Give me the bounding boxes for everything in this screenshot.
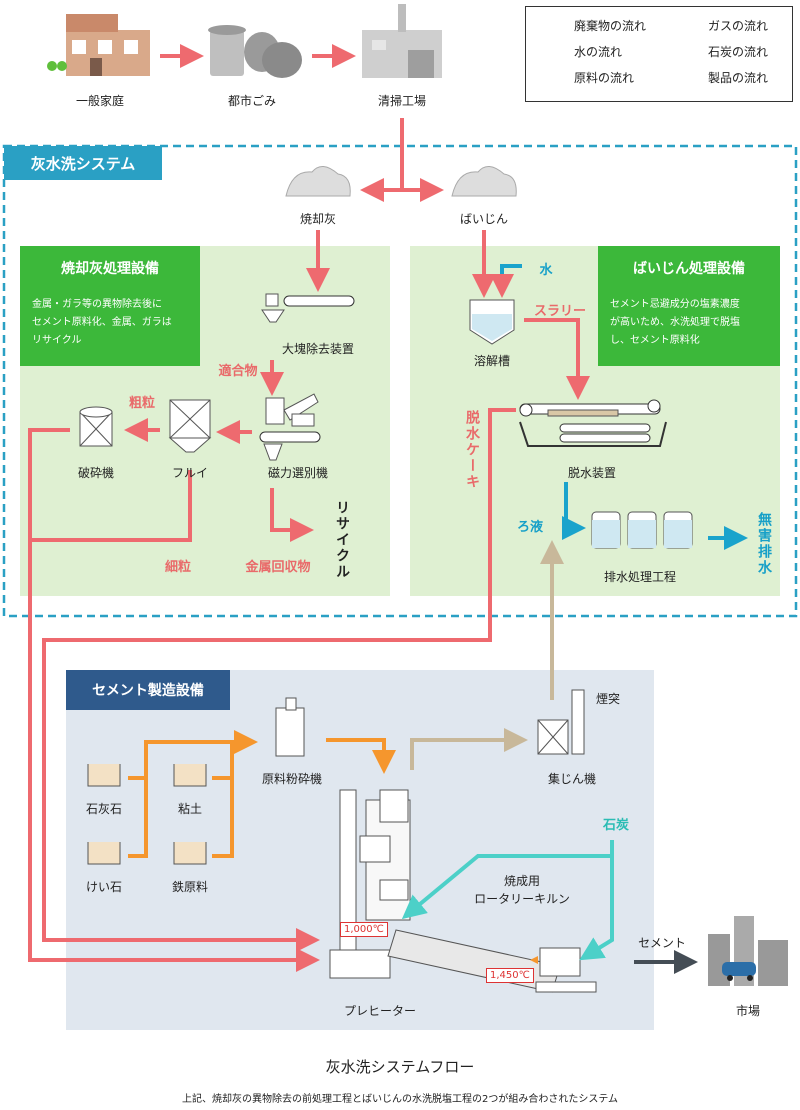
house-illustration (47, 14, 150, 76)
metal-label: 金属回収物 (245, 560, 311, 575)
caption-title: 灰水洗システムフロー (325, 1058, 475, 1076)
dehydrator-label: 脱水装置 (567, 466, 617, 480)
dissolving-tank-illustration (469, 299, 515, 345)
crusher-label: 破砕機 (77, 466, 115, 480)
legend-product: 製品の流れ (708, 71, 769, 85)
legend-gas: ガスの流れ (708, 19, 769, 33)
recycle-label: リサイクル (334, 500, 350, 580)
dehydrator-illustration (519, 399, 667, 447)
water-label: 水 (539, 263, 553, 278)
chimney-label: 煙突 (595, 692, 621, 706)
bulk-remover-label: 大塊除去装置 (281, 342, 355, 356)
magnetic-separator-illustration (259, 393, 321, 461)
clay-label: 粘土 (177, 802, 203, 816)
ash-facility-desc: 金属・ガラ等の異物除去後に セメント原料化、金属、ガラは リサイクル (20, 290, 200, 366)
filtrate-label: ろ液 (516, 520, 544, 535)
system-title: 灰水洗システム (4, 146, 162, 180)
coarse-label: 粗粒 (128, 396, 156, 411)
coal-label: 石炭 (602, 818, 630, 833)
legend-coal: 石炭の流れ (708, 45, 769, 59)
city-illustration (708, 916, 788, 986)
cement-out-label: セメント (638, 936, 686, 950)
raw-material-bins-illustration (87, 764, 207, 865)
limestone-label: 石灰石 (85, 802, 123, 816)
sieve-illustration (168, 399, 212, 453)
household-label: 一般家庭 (75, 94, 125, 108)
temp-1000-badge: 1,000℃ (340, 922, 388, 937)
wastewater-label: 排水処理工程 (603, 570, 677, 584)
crusher-illustration (79, 406, 113, 447)
dust-facility-title: ばいじん処理設備 (598, 246, 780, 290)
iron-label: 鉄原料 (171, 880, 209, 894)
kiln-label: 焼成用 ロータリーキルン (474, 874, 570, 906)
dissolving-tank-label: 溶解槽 (473, 354, 511, 368)
legend-waste: 廃棄物の流れ (574, 19, 647, 33)
slurry-label: スラリー (533, 304, 587, 319)
dust-collector-illustration (537, 689, 585, 755)
harmless-label: 無害排水 (756, 512, 772, 576)
ash-pile-illustration (285, 166, 351, 197)
cleaning-plant-label: 清掃工場 (377, 94, 427, 108)
wastewater-tanks-illustration (591, 511, 693, 549)
dust-facility-desc: セメント忌避成分の塩素濃度 が高いため、水洗処理で脱塩 し、セメント原料化 (598, 290, 780, 366)
caption-sub: 上記、焼却灰の異物除去の前処理工程とばいじんの水洗脱塩工程の2つが組み合わされた… (181, 1094, 619, 1105)
legend-raw: 原料の流れ (574, 71, 635, 85)
collector-label: 集じん機 (547, 772, 597, 786)
silica-label: けい石 (85, 880, 123, 894)
preheater-label: プレヒーター (343, 1004, 417, 1018)
suitable-label: 適合物 (218, 364, 258, 379)
legend (525, 6, 793, 102)
legend-water: 水の流れ (574, 45, 623, 59)
fine-label: 細粒 (164, 560, 192, 575)
magnetic-label: 磁力選別機 (267, 466, 329, 480)
raw-mill-label: 原料粉砕機 (261, 772, 323, 786)
cake-label: 脱水ケーキ (464, 410, 480, 490)
ash-label: 焼却灰 (299, 212, 337, 226)
garbage-illustration (208, 25, 302, 78)
market-label: 市場 (735, 1004, 761, 1018)
dust-label: ばいじん (459, 212, 509, 226)
ash-facility-title: 焼却灰処理設備 (20, 246, 200, 290)
dust-pile-illustration (451, 166, 517, 197)
cement-facility-title: セメント製造設備 (66, 670, 230, 710)
raw-mill-illustration (275, 697, 305, 757)
sieve-label: フルイ (171, 466, 209, 480)
city-waste-label: 都市ごみ (227, 94, 277, 108)
temp-1450-badge: 1,450℃ (486, 968, 534, 983)
bulk-remover-illustration (261, 293, 355, 323)
plant-illustration (362, 4, 442, 78)
